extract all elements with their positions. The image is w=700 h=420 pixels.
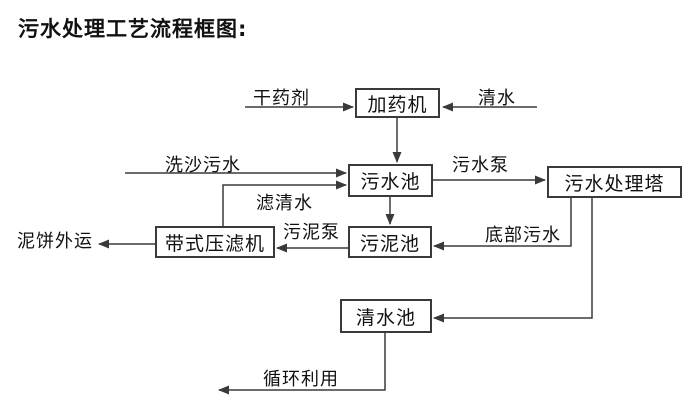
node-treatment-tower-label: 污水处理塔 bbox=[564, 172, 665, 195]
edge-tower-to-clean-pool-arrow bbox=[433, 198, 593, 323]
node-clean-water-pool-label: 清水池 bbox=[355, 306, 416, 329]
edge-label-mud-cake-outbound: 泥饼外运 bbox=[17, 231, 93, 252]
node-belt-filter-press: 带式压滤机 bbox=[155, 226, 275, 258]
edge-label-sludge-pump: 污泥泵 bbox=[283, 222, 340, 243]
edge-label-dry-chemical: 干药剂 bbox=[253, 88, 310, 109]
node-clean-water-pool: 清水池 bbox=[340, 299, 432, 333]
node-belt-filter-press-label: 带式压滤机 bbox=[164, 232, 265, 255]
edge-filtered-water-arrow bbox=[222, 180, 347, 226]
edge-label-clean-water: 清水 bbox=[478, 88, 516, 109]
node-dosing-machine: 加药机 bbox=[355, 88, 440, 118]
edge-recycling-arrow bbox=[218, 333, 386, 395]
node-sludge-pool-label: 污泥池 bbox=[359, 232, 420, 255]
node-dosing-machine-label: 加药机 bbox=[367, 93, 428, 116]
edge-label-sewage-pump: 污水泵 bbox=[452, 155, 509, 176]
edge-label-recycling: 循环利用 bbox=[263, 369, 339, 390]
edge-bottom-sewage-arrow bbox=[433, 198, 572, 251]
edge-label-bottom-sewage: 底部污水 bbox=[485, 225, 561, 246]
node-treatment-tower: 污水处理塔 bbox=[547, 166, 682, 198]
node-sludge-pool: 污泥池 bbox=[348, 226, 432, 258]
edge-label-sand-washing-sewage: 洗沙污水 bbox=[165, 155, 241, 176]
node-sewage-pool-label: 污水池 bbox=[360, 171, 421, 193]
diagram-title: 污水处理工艺流程框图: bbox=[18, 17, 248, 41]
edge-label-filtered-water: 滤清水 bbox=[256, 193, 313, 214]
node-sewage-pool: 污水池 bbox=[348, 164, 433, 197]
